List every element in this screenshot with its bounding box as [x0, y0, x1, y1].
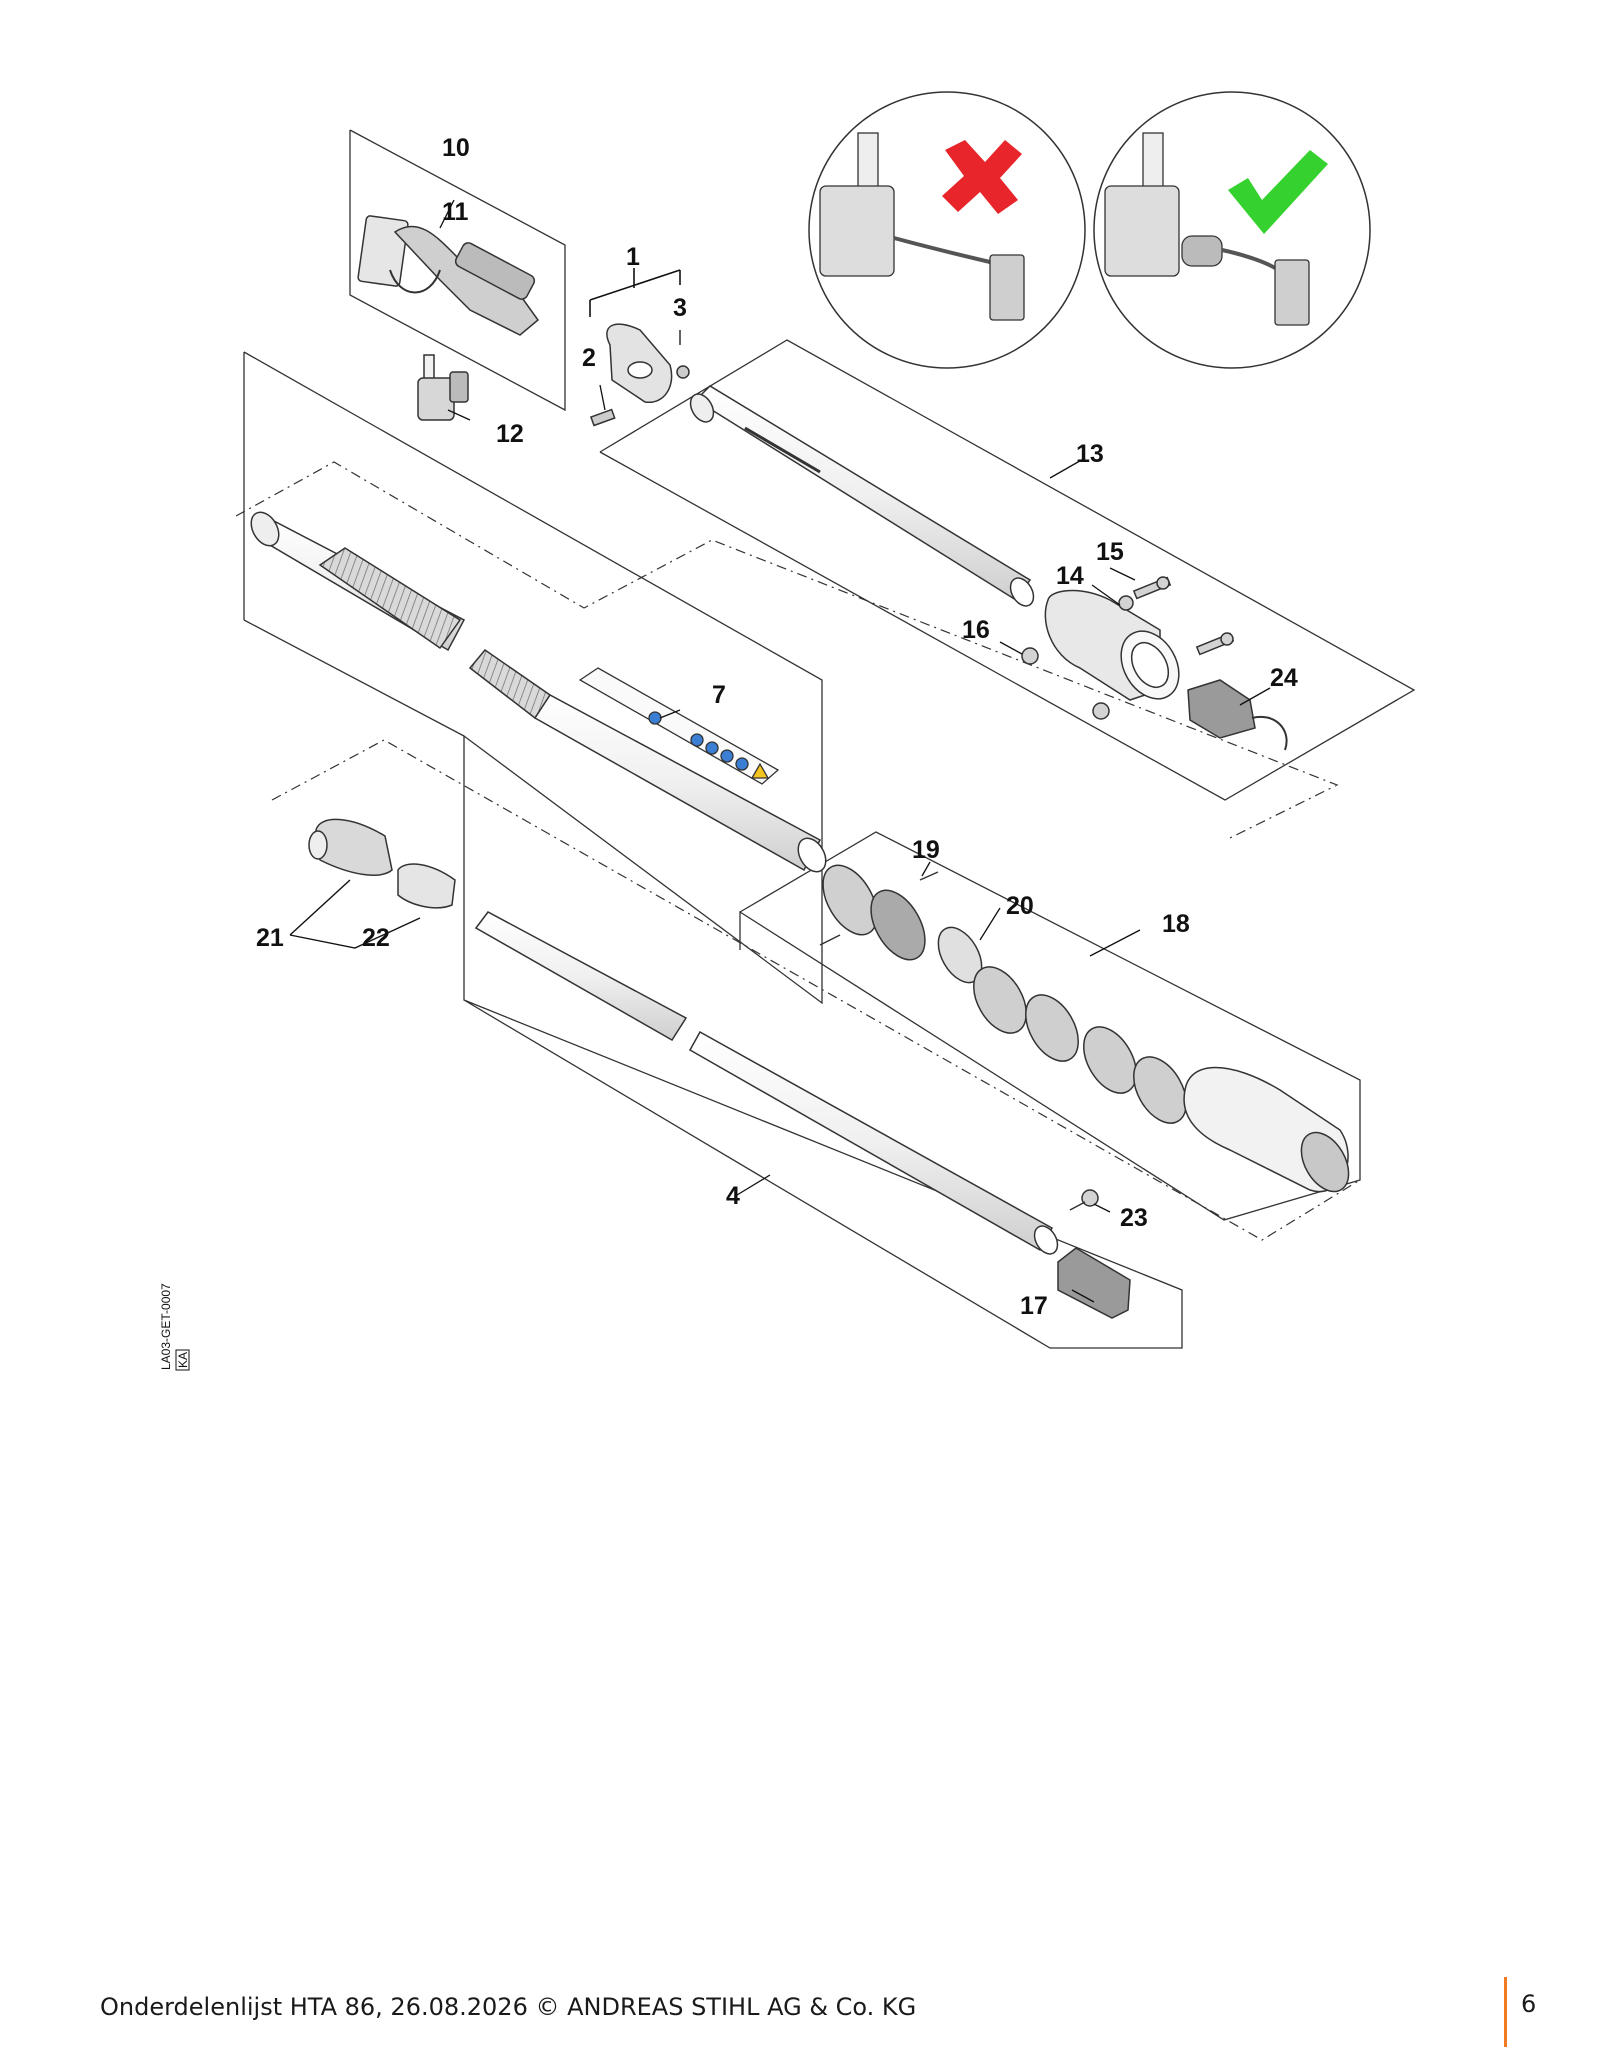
callout-2: 2 [582, 344, 596, 372]
part-16-nuts [1021, 647, 1110, 720]
part-19-20-pins [819, 871, 939, 946]
part-21-coupling [308, 818, 393, 876]
footer-accent-bar [1504, 1977, 1507, 2047]
callout-10: 10 [442, 134, 470, 162]
group-outline-shaft [243, 351, 1183, 1349]
part-7-label-strip [578, 667, 780, 785]
part-1-bracket [589, 323, 690, 427]
callout-bracket-21-22 [289, 879, 421, 949]
callout-22: 22 [362, 924, 390, 952]
part-10-11-control-unit [357, 215, 540, 336]
callout-bracket-1 [589, 268, 681, 317]
callout-14: 14 [1056, 562, 1084, 590]
inset-incorrect [808, 91, 1086, 369]
callout-4: 4 [726, 1182, 740, 1210]
dashed-assembly-lines [235, 461, 1361, 1241]
inset-correct [1093, 91, 1371, 369]
callout-3: 3 [673, 294, 687, 322]
drawing-code-small: KA [176, 1352, 190, 1368]
callout-17: 17 [1020, 1292, 1048, 1320]
part-12-switch [417, 354, 469, 421]
callout-1: 1 [626, 243, 640, 271]
page-number: 6 [1521, 1990, 1537, 2018]
callout-19: 19 [912, 836, 940, 864]
callout-24: 24 [1270, 664, 1298, 692]
footer-text: Onderdelenlijst HTA 86, 26.08.2026 © AND… [100, 1993, 917, 2021]
callout-16: 16 [962, 616, 990, 644]
group-outline-10-12 [349, 129, 566, 412]
callout-12: 12 [496, 420, 524, 448]
part-14-housing [1044, 589, 1180, 701]
group-outline-18 [739, 831, 1361, 1221]
drawing-code: LA03-GET-0007 KA [159, 1283, 190, 1371]
callout-15: 15 [1096, 538, 1124, 566]
callout-18: 18 [1162, 910, 1190, 938]
callout-20: 20 [1006, 892, 1034, 920]
drawing-code-text: LA03-GET-0007 [159, 1283, 173, 1370]
part-4-lower-tube [474, 911, 1059, 1255]
callout-7: 7 [712, 681, 726, 709]
part-shaft-grip-tube [250, 511, 827, 873]
callout-11: 11 [442, 198, 469, 226]
part-23-screw [1069, 1189, 1099, 1211]
group-outline-13-24 [599, 339, 1416, 801]
part-24-clip [1187, 679, 1288, 751]
callout-leaders [439, 199, 1271, 1303]
part-number-labels: 1 2 3 4 7 10 11 12 13 14 15 16 17 18 19 … [256, 134, 1298, 1320]
callout-23: 23 [1120, 1204, 1148, 1232]
part-17-end-piece [1057, 1247, 1131, 1319]
part-13-upper-tube [689, 385, 1035, 607]
callout-21: 21 [256, 924, 284, 952]
part-15-screws [1118, 576, 1235, 656]
part-22-sleeve [397, 863, 456, 909]
callout-13: 13 [1076, 440, 1104, 468]
part-18-gear-assembly [822, 864, 1350, 1193]
